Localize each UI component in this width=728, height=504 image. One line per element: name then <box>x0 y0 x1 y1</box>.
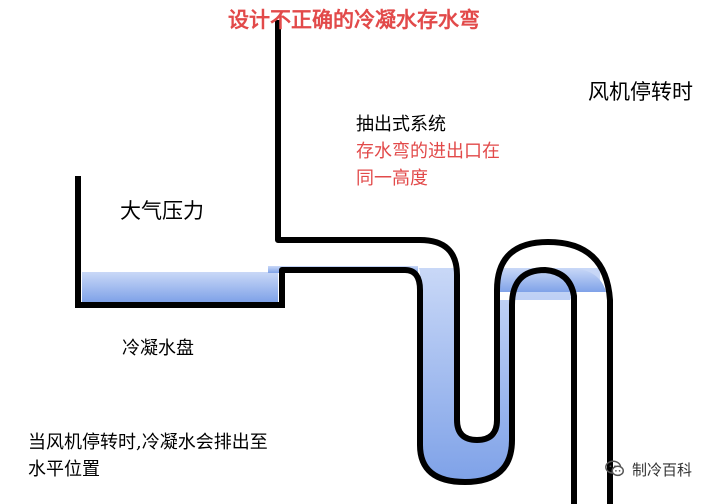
drain-pan <box>75 176 285 308</box>
trap-note-line2: 同一高度 <box>356 168 428 189</box>
drain-pan-label: 冷凝水盘 <box>122 338 194 359</box>
fan-stopped-label: 风机停转时 <box>588 80 693 104</box>
wechat-icon <box>605 460 624 477</box>
watermark: 制冷百科 <box>604 458 692 480</box>
result-text-line1: 当风机停转时,冷凝水会排出至 <box>28 432 268 453</box>
pan-water <box>82 272 278 302</box>
diagram-title: 设计不正确的冷凝水存水弯 <box>228 7 480 32</box>
trap-note-line1: 存水弯的进出口在 <box>356 141 500 162</box>
atmospheric-pressure-label: 大气压力 <box>120 199 204 223</box>
system-type-label: 抽出式系统 <box>356 114 446 135</box>
result-text-line2: 水平位置 <box>28 459 100 480</box>
watermark-text: 制冷百科 <box>632 460 693 479</box>
trap-outer-wall <box>279 267 577 504</box>
duct-wall <box>275 20 613 504</box>
